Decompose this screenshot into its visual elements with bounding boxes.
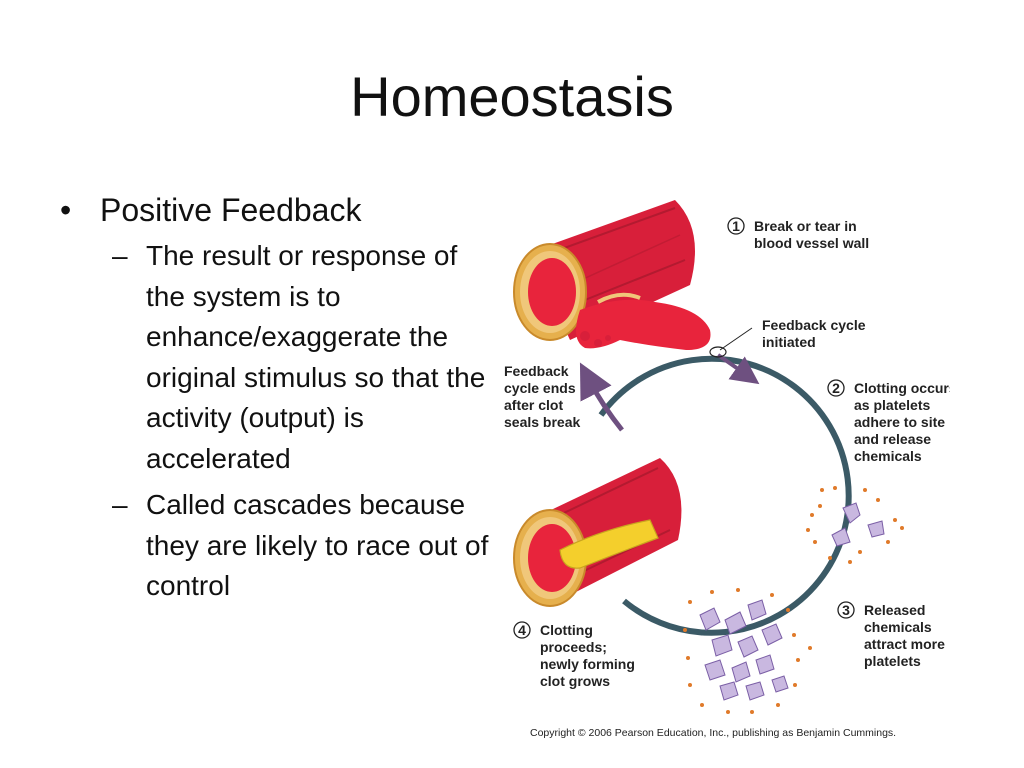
step-4-line3: newly forming [540, 656, 635, 672]
step-4-number: 4 [518, 622, 526, 638]
feedback-initiated-line1: Feedback cycle [762, 317, 866, 333]
slide-title: Homeostasis [350, 65, 674, 128]
step-2-line1: Clotting occurs [854, 380, 950, 396]
step-1-line1: Break or tear in [754, 218, 857, 234]
step-1-line2: blood vessel wall [754, 235, 869, 251]
feedback-ends-line2: cycle ends [504, 380, 576, 396]
step-3-line3: attract more [864, 636, 945, 652]
step-1-label: 1 Break or tear in blood vessel wall [727, 217, 869, 251]
step-2-label: 2 Clotting occurs as platelets adhere to… [827, 379, 950, 464]
feedback-ends-label: Feedback cycle ends after clot seals bre… [504, 363, 580, 430]
dash-icon: – [112, 489, 128, 520]
feedback-cycle-circle [598, 355, 852, 636]
feedback-ends-arrow [579, 362, 624, 432]
step-4-line1: Clotting [540, 622, 593, 638]
bullet-dot-icon: • [60, 192, 72, 228]
feedback-ends-line1: Feedback [504, 363, 569, 379]
positive-feedback-diagram: 1 Break or tear in blood vessel wall Fee… [504, 200, 950, 739]
feedback-initiated-label: Feedback cycle initiated [762, 317, 866, 350]
step-3-line2: chemicals [864, 619, 932, 635]
leader-line [719, 327, 753, 351]
sub-bullet-result: – The result or response of the system i… [60, 236, 490, 479]
step-2-line2: as platelets [854, 397, 930, 413]
dash-icon: – [112, 240, 128, 271]
platelet-cluster-step2 [806, 486, 904, 564]
feedback-initiated-line2: initiated [762, 334, 816, 350]
step-3-label: 3 Released chemicals attract more platel… [837, 601, 945, 669]
feedback-ends-line4: seals break [504, 414, 580, 430]
step-3-line1: Released [864, 602, 925, 618]
step-3-number: 3 [842, 602, 850, 618]
broken-vessel-illustration [513, 200, 711, 350]
step-2-number: 2 [832, 380, 840, 396]
step-2-line4: and release [854, 431, 931, 447]
arrow-loop-icon [709, 346, 727, 358]
clotted-vessel-illustration [513, 458, 682, 607]
feedback-ends-line3: after clot [504, 397, 563, 413]
bullet-text: Positive Feedback [100, 192, 362, 228]
step-2-line3: adhere to site [854, 414, 945, 430]
step-2-line5: chemicals [854, 448, 922, 464]
sub-bullet-text: The result or response of the system is … [146, 240, 486, 474]
platelet-cluster-step3 [683, 588, 812, 714]
step-1-number: 1 [732, 218, 740, 234]
step-3-line4: platelets [864, 653, 921, 669]
sub-bullet-text: Called cascades because they are likely … [146, 489, 489, 601]
bullet-positive-feedback: • Positive Feedback [60, 188, 490, 232]
step-4-label: 4 Clotting proceeds; newly forming clot … [513, 621, 635, 689]
step-4-line2: proceeds; [540, 639, 607, 655]
bullet-list: • Positive Feedback – The result or resp… [60, 188, 490, 613]
step-4-line4: clot grows [540, 673, 610, 689]
copyright-text: Copyright © 2006 Pearson Education, Inc.… [530, 727, 896, 739]
sub-bullet-cascades: – Called cascades because they are likel… [60, 485, 490, 607]
